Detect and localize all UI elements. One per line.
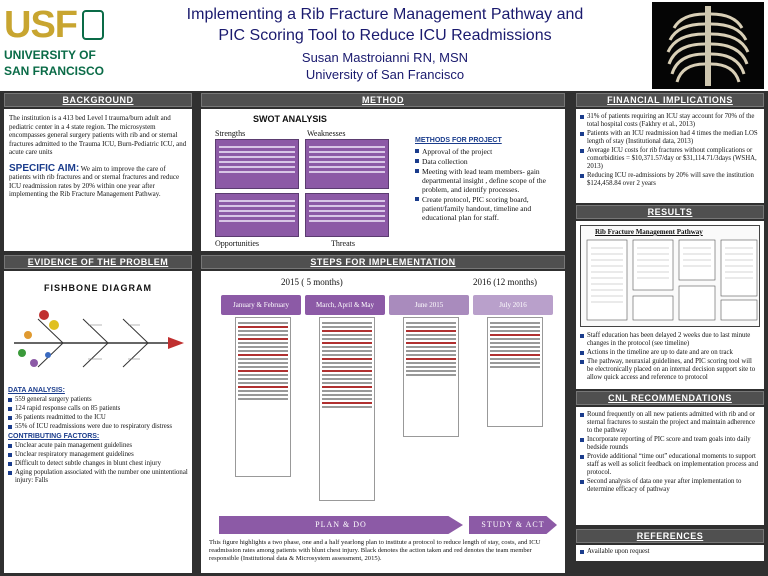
title-line1: Implementing a Rib Fracture Management P… <box>186 6 584 23</box>
pathway-figure: Rib Fracture Management Pathway <box>580 225 760 327</box>
background-panel: The institution is a 413 bed Level I tra… <box>4 109 192 251</box>
aim-text: We aim to improve the care of patients w… <box>9 164 180 199</box>
swot-opportunities-label: Opportunities <box>215 239 259 248</box>
list-item: Available upon request <box>580 548 760 556</box>
financial-list: 31% of patients requiring an ICU stay ac… <box>580 113 760 188</box>
list-item: Incorporate reporting of PIC score and t… <box>580 436 760 452</box>
swot-weaknesses-box <box>305 139 389 189</box>
month-jan-feb: January & February <box>221 295 301 315</box>
list-item: Unclear respiratory management guideline… <box>8 451 188 459</box>
list-item: 55% of ICU readmissions were due to resp… <box>8 423 188 431</box>
financial-heading: FINANCIAL IMPLICATIONS <box>576 93 764 107</box>
results-panel: Rib Fracture Management Pathway Staff ed… <box>576 221 764 389</box>
list-item: Meeting with lead team members- gain dep… <box>415 167 559 194</box>
logo-text: USF <box>4 4 78 46</box>
background-heading: BACKGROUND <box>4 93 192 107</box>
swot-weaknesses-label: Weaknesses <box>307 129 346 138</box>
pathway-figure-title: Rib Fracture Management Pathway <box>595 228 703 236</box>
plan-do-label: PLAN & DO <box>315 520 367 529</box>
background-text: The institution is a 413 bed Level I tra… <box>9 114 187 156</box>
study-act-label: STUDY & ACT <box>481 520 545 529</box>
results-list: Staff education has been delayed 2 weeks… <box>580 332 760 382</box>
chest-xray-image <box>652 2 764 89</box>
evidence-heading: EVIDENCE OF THE PROBLEM <box>4 255 192 269</box>
list-item: Create protocol, PIC scoring board, pati… <box>415 195 559 222</box>
swot-strengths-box <box>215 139 299 189</box>
timeline-column <box>319 317 375 501</box>
affiliation: University of San Francisco <box>305 67 465 82</box>
year-2016-label: 2016 (12 months) <box>473 277 537 287</box>
list-item: Average ICU costs for rib fractures with… <box>580 147 760 171</box>
financial-panel: 31% of patients requiring an ICU stay ac… <box>576 109 764 203</box>
references-heading: REFERENCES <box>576 529 764 543</box>
logo-line1: UNIVERSITY OF <box>4 48 96 62</box>
study-act-arrow: STUDY & ACT <box>469 516 557 534</box>
list-item: Difficult to detect subtle changes in bl… <box>8 460 188 468</box>
list-item: Actions in the timeline are up to date a… <box>580 349 760 357</box>
author: Susan Mastroianni RN, MSN <box>301 50 469 65</box>
month-mar-may: March, April & May <box>305 295 385 315</box>
cnl-panel: Round frequently on all new patients adm… <box>576 407 764 525</box>
title-line2: PIC Scoring Tool to Reduce ICU Readmissi… <box>218 27 552 44</box>
list-item: 559 general surgery patients <box>8 396 188 404</box>
results-heading: RESULTS <box>576 205 764 219</box>
month-june: June 2015 <box>389 295 469 315</box>
data-analysis-label: DATA ANALYSIS: <box>8 387 65 394</box>
references-list: Available upon request <box>580 548 760 556</box>
list-item: Round frequently on all new patients adm… <box>580 411 760 435</box>
evidence-panel: FISHBONE DIAGRAM DATA ANALYSIS: 559 gene… <box>4 271 192 573</box>
logo-line2: SAN FRANCISCO <box>4 64 105 78</box>
usf-logo: USF UNIVERSITY OF SAN FRANCISCO <box>4 4 108 84</box>
method-heading: METHOD <box>201 93 565 107</box>
list-item: 31% of patients requiring an ICU stay ac… <box>580 113 760 129</box>
steps-heading: STEPS FOR IMPLEMENTATION <box>201 255 565 269</box>
list-item: 124 rapid response calls on 85 patients <box>8 405 188 413</box>
list-item: Approval of the project <box>415 147 559 156</box>
contributing-factors-label: CONTRIBUTING FACTORS: <box>8 433 100 440</box>
timeline-column <box>487 317 543 427</box>
logo-emblem-icon <box>82 10 104 40</box>
poster-header: USF UNIVERSITY OF SAN FRANCISCO Implemen… <box>0 0 768 91</box>
list-item: Provide additional “time out” educationa… <box>580 453 760 477</box>
contributing-factors-list: Unclear acute pain management guidelines… <box>8 442 188 485</box>
timeline-column <box>403 317 459 437</box>
list-item: Patients with an ICU readmission had 4 t… <box>580 130 760 146</box>
list-item: The pathway, neuraxial guidelines, and P… <box>580 358 760 382</box>
steps-panel: 2015 ( 5 months) 2016 (12 months) Januar… <box>201 271 565 573</box>
method-panel: SWOT ANALYSIS Strengths Weaknesses Oppor… <box>201 109 565 251</box>
references-panel: Available upon request <box>576 545 764 561</box>
month-july: July 2016 <box>473 295 553 315</box>
list-item: Staff education has been delayed 2 weeks… <box>580 332 760 348</box>
list-item: Second analysis of data one year after i… <box>580 478 760 494</box>
specific-aim: SPECIFIC AIM: We aim to improve the care… <box>9 162 187 199</box>
cnl-heading: CNL RECOMMENDATIONS <box>576 391 764 405</box>
list-item: Unclear acute pain management guidelines <box>8 442 188 450</box>
swot-threats-label: Threats <box>331 239 355 248</box>
poster-title: Implementing a Rib Fracture Management P… <box>120 4 650 83</box>
year-2015-label: 2015 ( 5 months) <box>281 277 343 287</box>
list-item: 36 patients readmitted to the ICU <box>8 414 188 422</box>
cnl-list: Round frequently on all new patients adm… <box>580 411 760 494</box>
list-item: Data collection <box>415 157 559 166</box>
pathway-flowchart <box>586 239 758 321</box>
plan-do-arrow: PLAN & DO <box>219 516 463 534</box>
list-item: Aging population associated with the num… <box>8 469 188 485</box>
swot-title: SWOT ANALYSIS <box>253 114 327 124</box>
swot-strengths-label: Strengths <box>215 129 246 138</box>
list-item: Reducing ICU re-admissions by 20% will s… <box>580 172 760 188</box>
aim-label: SPECIFIC AIM: <box>9 162 80 174</box>
fishbone-diagram <box>14 310 184 368</box>
steps-caption: This figure highlights a two phase, one … <box>209 539 541 562</box>
methods-label: METHODS FOR PROJECT <box>415 137 502 144</box>
timeline-column <box>235 317 291 477</box>
methods-list: Approval of the project Data collection … <box>415 147 559 223</box>
swot-opportunities-box <box>215 193 299 237</box>
swot-threats-box <box>305 193 389 237</box>
data-analysis-list: 559 general surgery patients 124 rapid r… <box>8 396 188 431</box>
fishbone-title: FISHBONE DIAGRAM <box>44 283 152 293</box>
